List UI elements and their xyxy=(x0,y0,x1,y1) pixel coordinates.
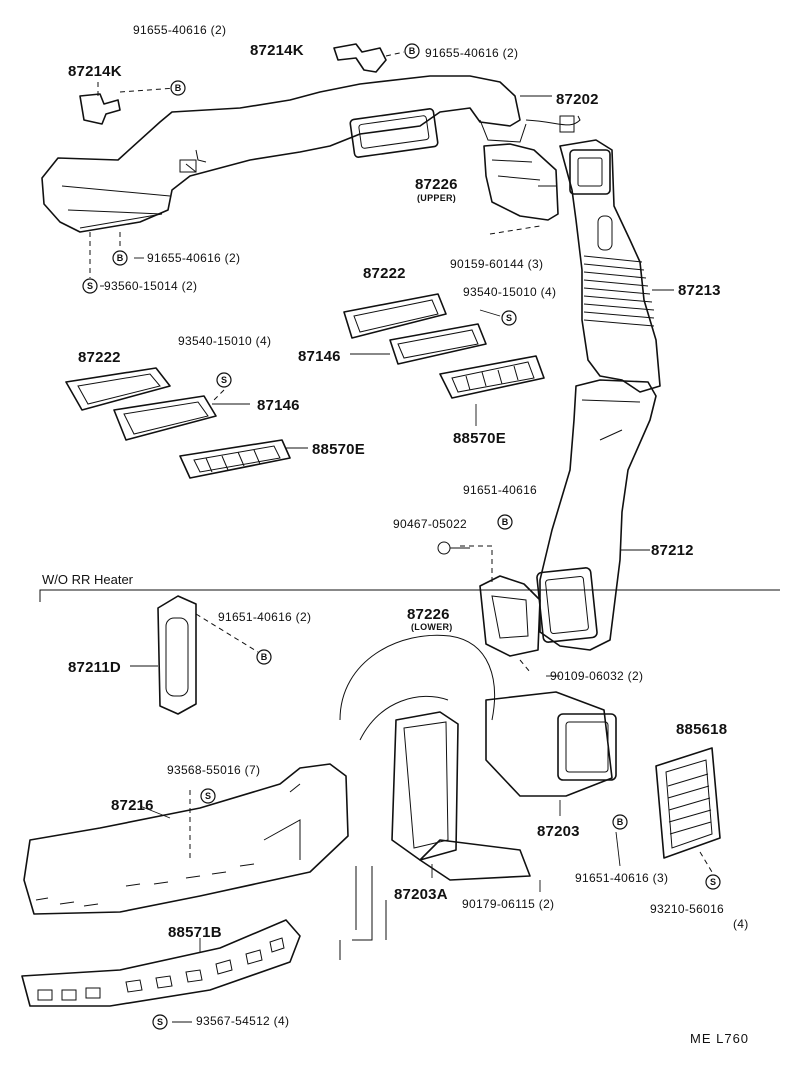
fastener-marker-b: B xyxy=(256,649,272,665)
part-label-l12: 93540-15010 (4) xyxy=(463,285,557,299)
garnish-87146-mid xyxy=(350,323,487,365)
louver-87222-left xyxy=(65,367,171,411)
fastener-marker-letter: B xyxy=(617,817,624,827)
register-88570e-left xyxy=(179,439,308,479)
fastener-marker-letter: S xyxy=(506,313,512,323)
fastener-marker-letter: S xyxy=(221,375,227,385)
part-label-l4: 87214K xyxy=(68,63,122,80)
part-label-l32: 87203 xyxy=(537,823,580,840)
part-label-l7: (UPPER) xyxy=(417,193,457,203)
part-label-l23: W/O RR Heater xyxy=(42,572,134,587)
fastener-marker-b: B xyxy=(112,250,128,266)
part-label-l6: 87226 xyxy=(415,176,458,193)
duct-87211d xyxy=(130,595,259,715)
bracket-87214k-right xyxy=(333,43,405,73)
fastener-marker-letter: B xyxy=(502,517,509,527)
part-label-l34: 87203A xyxy=(394,886,448,903)
part-label-l27: 87211D xyxy=(68,659,121,676)
fastener-marker-letter: S xyxy=(87,281,93,291)
fastener-marker-letter: B xyxy=(117,253,124,263)
part-label-l25: (LOWER) xyxy=(411,622,453,632)
fastener-marker-s: S xyxy=(705,874,721,890)
part-label-l16: 87146 xyxy=(298,348,341,365)
part-label-l37: (4) xyxy=(733,917,749,931)
part-label-l20: 91651-40616 xyxy=(463,483,538,497)
part-label-l30: 93568-55016 (7) xyxy=(167,763,261,777)
rear-duct-87216 xyxy=(23,763,349,915)
part-label-l39: 93567-54512 (4) xyxy=(196,1014,290,1028)
leader-lines xyxy=(89,95,621,1023)
duct-87226-lower xyxy=(437,541,541,673)
heater-pipes xyxy=(339,866,387,960)
fastener-marker-letter: B xyxy=(409,46,416,56)
fastener-marker-letter: B xyxy=(175,83,182,93)
fastener-marker-s: S xyxy=(200,788,216,804)
part-label-l3: 91655-40616 (2) xyxy=(425,46,519,60)
fastener-marker-letter: S xyxy=(157,1017,163,1027)
part-label-l35: 90179-06115 (2) xyxy=(462,897,555,911)
fastener-marker-letter: S xyxy=(205,791,211,801)
part-label-l33: 91651-40616 (3) xyxy=(575,871,669,885)
part-label-l28: 90109-06032 (2) xyxy=(550,669,644,683)
fastener-marker-letter: B xyxy=(261,652,268,662)
part-label-l14: 93540-15010 (4) xyxy=(178,334,272,348)
part-label-l21: 90467-05022 xyxy=(393,517,468,531)
bracket-87214k-left xyxy=(79,82,177,125)
register-88571b xyxy=(21,919,301,1007)
register-88570e-mid xyxy=(439,355,545,426)
part-label-l11: 93560-15014 (2) xyxy=(104,279,198,293)
louver-87222-mid xyxy=(343,293,447,339)
part-label-l18: 88570E xyxy=(453,430,506,447)
fastener-marker-s: S xyxy=(216,372,232,388)
part-label-l5: 87202 xyxy=(556,91,599,108)
part-label-l2: 87214K xyxy=(250,42,304,59)
part-label-l10: 87222 xyxy=(363,265,406,282)
part-label-l13: 87213 xyxy=(678,282,721,299)
duct-87213 xyxy=(559,139,674,393)
part-label-l15: 87222 xyxy=(78,349,121,366)
part-label-l26: 91651-40616 (2) xyxy=(218,610,312,624)
duct-87212 xyxy=(536,379,657,651)
fastener-marker-b: B xyxy=(497,514,513,530)
fastener-marker-b: B xyxy=(170,80,186,96)
garnish-87146-left xyxy=(113,395,250,441)
fastener-marker-s: S xyxy=(82,278,98,294)
grille-885618 xyxy=(655,747,721,873)
blower-unit xyxy=(339,634,617,881)
duct-87226-upper xyxy=(483,143,559,235)
part-label-l36: 93210-56016 xyxy=(650,902,725,916)
part-label-l40: ME L760 xyxy=(690,1031,750,1046)
part-label-l29: 885618 xyxy=(676,721,728,738)
fastener-marker-s: S xyxy=(152,1014,168,1030)
part-label-l31: 87216 xyxy=(111,797,154,814)
part-label-l17: 87146 xyxy=(257,397,300,414)
fastener-marker-b: B xyxy=(612,814,628,830)
fastener-marker-b: B xyxy=(404,43,420,59)
fastener-marker-letter: S xyxy=(710,877,716,887)
part-label-l9: 91655-40616 (2) xyxy=(147,251,241,265)
upper-duct-87202 xyxy=(41,75,581,233)
part-label-l38: 88571B xyxy=(168,924,222,941)
part-label-l19: 88570E xyxy=(312,441,365,458)
section-bracket-line xyxy=(39,589,780,602)
part-label-l22: 87212 xyxy=(651,542,694,559)
part-label-l8: 90159-60144 (3) xyxy=(450,257,544,271)
fastener-marker-s: S xyxy=(501,310,517,326)
part-label-l1: 91655-40616 (2) xyxy=(133,23,227,37)
part-label-l24: 87226 xyxy=(407,606,450,623)
